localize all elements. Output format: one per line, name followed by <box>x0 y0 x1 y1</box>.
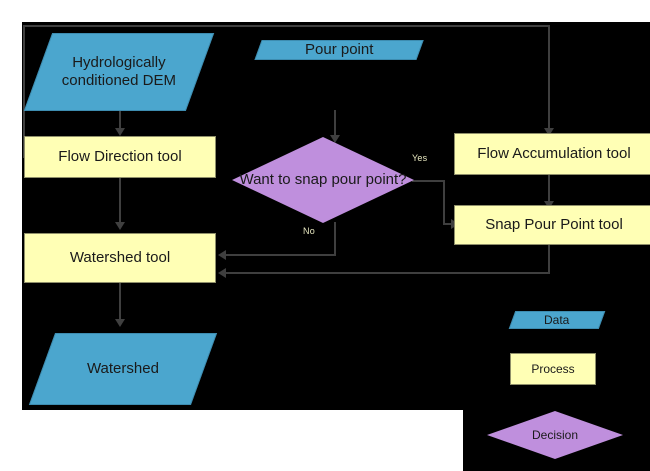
legend-process-label: Process <box>531 362 575 376</box>
connector-decision-no-to-watershedtool <box>226 254 336 256</box>
connector-pourpoint-to-decision <box>334 110 336 137</box>
connector-snap-to-watershedtool-drop <box>548 245 550 273</box>
arrowhead-into-watershed-tool-right-upper <box>218 250 226 260</box>
branch-label-no: No <box>303 226 315 236</box>
node-flow-direction-tool-label: Flow Direction tool <box>58 147 182 165</box>
node-snap-pour-point-tool-label: Snap Pour Point tool <box>485 215 623 233</box>
connector-decision-yes-drop <box>443 180 445 224</box>
connector-watershedtool-to-watershed <box>119 283 121 321</box>
legend-data-label: Data <box>544 313 570 327</box>
arrowhead-into-flow-accumulation <box>544 128 554 136</box>
arrowhead-into-watershed <box>115 319 125 327</box>
node-pour-point-label: Pour point <box>304 41 374 58</box>
connector-snap-to-watershedtool <box>226 272 550 274</box>
node-hydrologically-conditioned-dem[interactable]: Hydrologically conditioned DEM <box>23 33 215 111</box>
legend-decision-shape: Decision <box>487 411 623 459</box>
connector-dem-to-flowdir <box>119 110 121 130</box>
branch-label-yes: Yes <box>412 153 428 163</box>
connector-flowaccum-to-snap <box>548 175 550 203</box>
node-watershed[interactable]: Watershed <box>28 333 218 405</box>
node-hydrologically-conditioned-dem-label: Hydrologically conditioned DEM <box>61 53 177 89</box>
arrowhead-into-decision <box>330 135 340 143</box>
node-want-to-snap-pour-point-decision[interactable]: Want to snap pour point? <box>232 137 414 223</box>
connector-decision-yes-out <box>412 180 444 182</box>
node-pour-point[interactable]: Pour point <box>254 40 424 61</box>
connector-flowdir-to-watershedtool <box>119 178 121 224</box>
node-flow-accumulation-tool[interactable]: Flow Accumulation tool <box>454 133 650 175</box>
arrowhead-into-flow-direction <box>115 128 125 136</box>
node-flow-direction-tool[interactable]: Flow Direction tool <box>24 136 216 178</box>
legend-process-shape: Process <box>510 353 596 385</box>
node-flow-accumulation-tool-label: Flow Accumulation tool <box>477 144 631 162</box>
node-want-to-snap-pour-point-label: Want to snap pour point? <box>239 170 407 188</box>
connector-top-rail <box>23 25 550 27</box>
node-watershed-tool[interactable]: Watershed tool <box>24 233 216 283</box>
legend-data-shape: Data <box>508 311 606 329</box>
legend-decision-label: Decision <box>531 428 579 442</box>
node-watershed-tool-label: Watershed tool <box>69 248 171 266</box>
connector-left-riser <box>23 25 25 157</box>
arrowhead-into-watershed-tool-top <box>115 222 125 230</box>
node-snap-pour-point-tool[interactable]: Snap Pour Point tool <box>454 205 650 245</box>
diagram-backdrop-legend-bridge <box>463 399 650 413</box>
connector-decision-yes-into-snap <box>443 223 453 225</box>
arrowhead-into-watershed-tool-right-lower <box>218 268 226 278</box>
connector-decision-no-drop <box>334 222 336 255</box>
connector-top-rail-to-flowaccum <box>548 25 550 131</box>
node-watershed-label: Watershed <box>87 359 159 377</box>
